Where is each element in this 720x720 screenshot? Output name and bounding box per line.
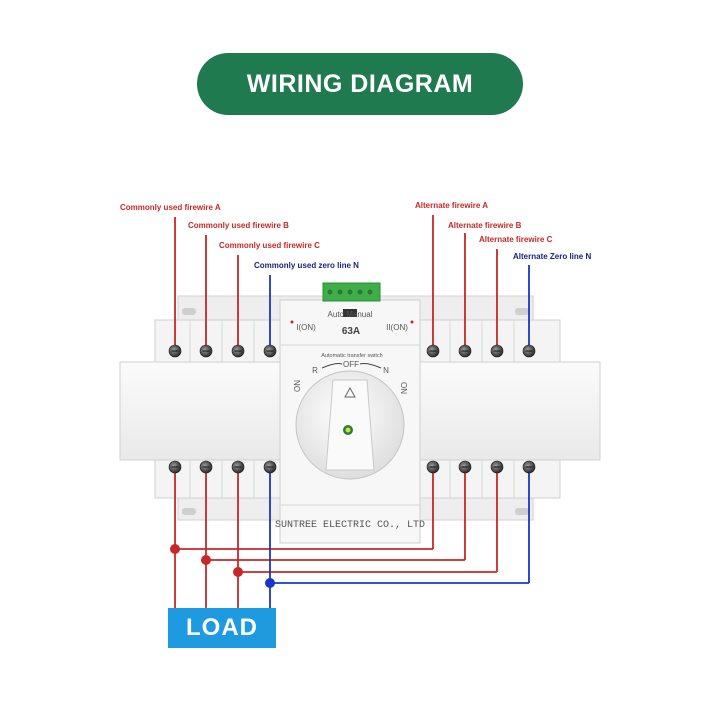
rotary-selector-knob[interactable] xyxy=(295,370,405,480)
junction-dot-b xyxy=(201,555,211,565)
junction-dot-c xyxy=(233,567,243,577)
source-one-label: I(ON) xyxy=(296,323,316,332)
wires xyxy=(174,215,530,608)
switch-caption: Automatic transfer switch xyxy=(321,353,382,359)
label-alternate-firewire-b: Alternate firewire B xyxy=(448,221,522,230)
label-alternate-firewire-a: Alternate firewire A xyxy=(415,201,488,210)
label-common-firewire-a: Commonly used firewire A xyxy=(120,203,221,212)
mode-label: Auto Manual xyxy=(328,310,373,319)
source-two-label: II(ON) xyxy=(386,323,408,332)
on-left-label: ON xyxy=(293,380,302,392)
terminal-screws xyxy=(168,344,536,474)
on-right-label: ON xyxy=(399,382,408,394)
label-common-zero-line-n: Commonly used zero line N xyxy=(254,261,359,270)
control-terminal-block xyxy=(322,282,381,302)
mode-toggle[interactable] xyxy=(343,309,357,317)
r-label: R xyxy=(312,366,318,375)
off-label: OFF xyxy=(343,360,359,369)
page-title: WIRING DIAGRAM xyxy=(246,69,474,98)
current-rating: 63A xyxy=(342,326,360,337)
title-banner: WIRING DIAGRAM xyxy=(197,53,523,115)
load-label: LOAD xyxy=(186,614,258,641)
label-common-firewire-c: Commonly used firewire C xyxy=(219,241,320,250)
wire-junctions xyxy=(170,544,275,588)
label-alternate-firewire-c: Alternate firewire C xyxy=(479,235,553,244)
label-common-firewire-b: Commonly used firewire B xyxy=(188,221,289,230)
label-alternate-zero-line-n: Alternate Zero line N xyxy=(513,252,591,261)
n-label: N xyxy=(383,366,389,375)
brand-label: SUNTREE ELECTRIC CO., LTD xyxy=(275,520,425,531)
load-box: LOAD xyxy=(168,608,276,648)
junction-dot-a xyxy=(170,544,180,554)
junction-dot-n xyxy=(265,578,275,588)
